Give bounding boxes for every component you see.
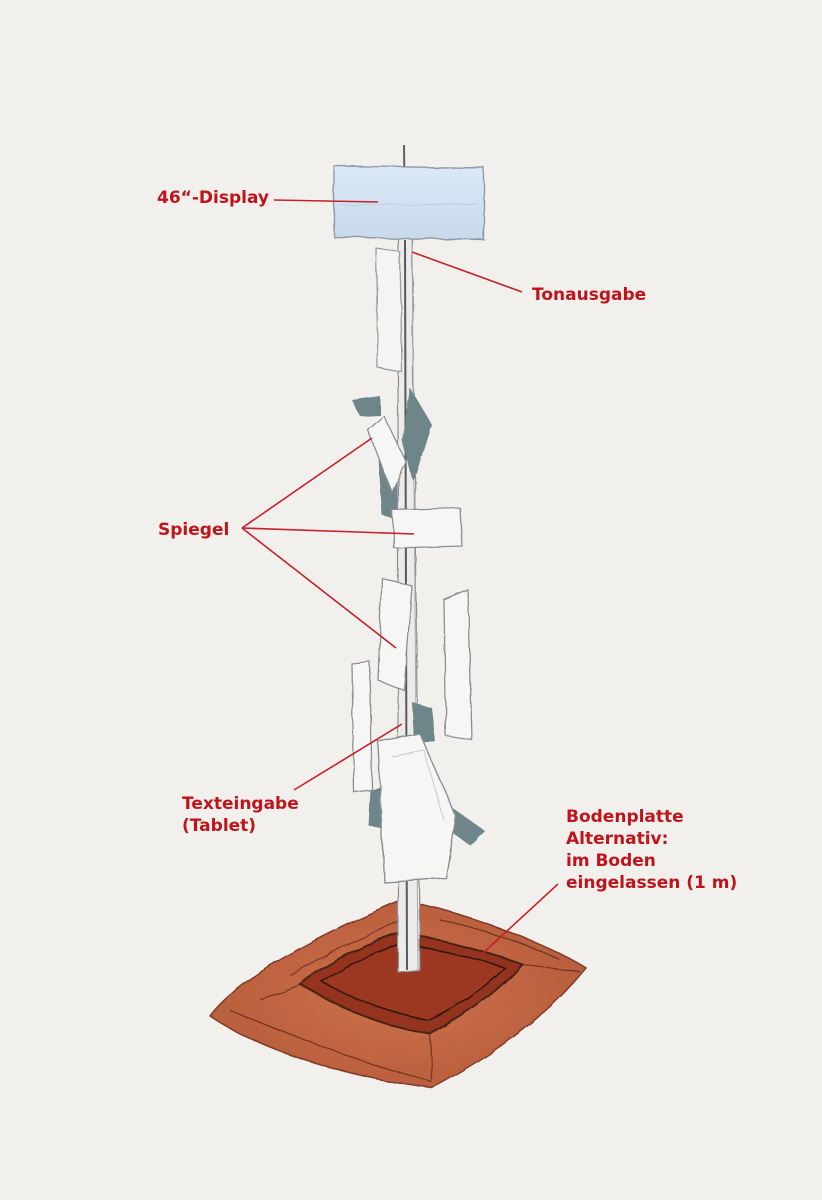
label-base-plate: Bodenplatte Alternativ: im Boden eingela…: [566, 806, 737, 894]
label-base-plate-line-3: im Boden: [566, 851, 656, 871]
display: [333, 165, 485, 241]
label-display: 46“-Display: [157, 188, 269, 208]
label-mirrors: Spiegel: [158, 520, 230, 540]
speaker-panel: [375, 247, 403, 373]
mirror-shadows: [352, 388, 484, 845]
mirror-4: [443, 589, 473, 741]
leader-base: [481, 883, 559, 955]
label-text-input-line-2: (Tablet): [182, 816, 257, 836]
leader-sound: [411, 251, 523, 293]
leader-tablet: [293, 723, 403, 791]
leader-display: [273, 199, 379, 203]
mirror-2: [391, 507, 463, 549]
leader-mirror-3: [241, 527, 397, 649]
label-text-input-line-1: Texteingabe: [182, 794, 299, 814]
leader-mirror-1: [241, 437, 373, 529]
label-base-plate-line-1: Bodenplatte: [566, 807, 684, 827]
label-base-plate-line-2: Alternativ:: [566, 829, 669, 849]
leader-mirror-2: [241, 527, 415, 535]
base-plate: [208, 899, 588, 1089]
leader-lines: [241, 199, 559, 955]
label-sound-output: Tonausgabe: [532, 285, 647, 305]
mirror-3: [377, 577, 413, 691]
label-text-input: Texteingabe (Tablet): [182, 793, 299, 837]
mirrors: [351, 414, 473, 793]
tablet: [377, 733, 457, 883]
label-base-plate-line-4: eingelassen (1 m): [566, 873, 738, 893]
mirror-1: [367, 414, 407, 494]
mirror-5: [351, 661, 373, 793]
